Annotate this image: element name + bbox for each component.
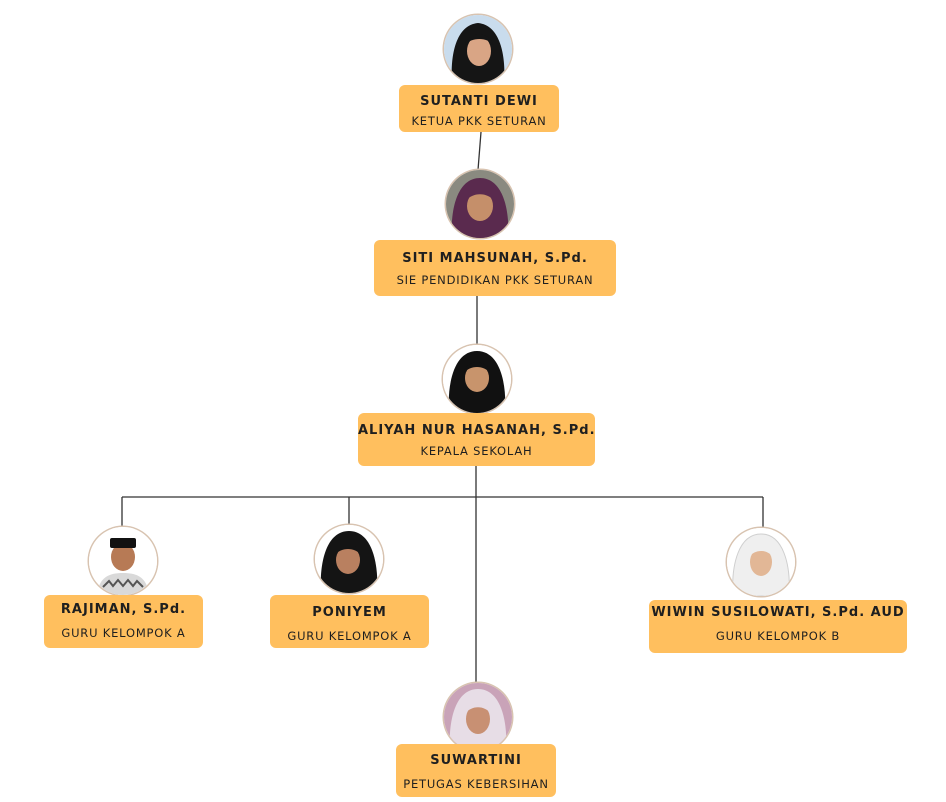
avatar-siti [446,170,514,238]
man-peci-portrait-icon [89,527,157,595]
node-wiwin: WIWIN SUSILOWATI, S.Pd. AUD GURU KELOMPO… [649,600,907,653]
node-role: GURU KELOMPOK A [61,626,186,640]
node-rajiman: RAJIMAN, S.Pd. GURU KELOMPOK A [44,595,203,648]
avatar-poniyem [315,525,383,593]
hijab-woman-portrait-icon [444,683,512,751]
node-name: RAJIMAN, S.Pd. [60,602,187,617]
avatar-rajiman [89,527,157,595]
hijab-woman-portrait-icon [446,170,514,238]
node-role: GURU KELOMPOK B [715,629,841,643]
avatar-aliyah [443,345,511,413]
connector-sutanti-siti [477,131,482,171]
avatar-suwartini [444,683,512,751]
avatar-sutanti [444,15,512,83]
hijab-woman-portrait-icon [444,15,512,83]
node-siti: SITI MAHSUNAH, S.Pd. SIE PENDIDIKAN PKK … [374,240,616,296]
node-name: SUWARTINI [430,753,522,768]
node-name: PONIYEM [312,605,387,620]
hijab-woman-portrait-icon [443,345,511,413]
node-name: SUTANTI DEWI [420,94,538,109]
node-poniyem: PONIYEM GURU KELOMPOK A [270,595,429,648]
hijab-woman-portrait-icon [315,525,383,593]
node-role: KETUA PKK SETURAN [411,114,547,128]
avatar-wiwin [727,528,795,596]
node-suwartini: SUWARTINI PETUGAS KEBERSIHAN [396,744,556,797]
node-name: WIWIN SUSILOWATI, S.Pd. AUD [651,605,905,620]
node-aliyah: ALIYAH NUR HASANAH, S.Pd. KEPALA SEKOLAH [358,413,595,466]
node-name: SITI MAHSUNAH, S.Pd. [402,251,588,266]
hijab-woman-portrait-icon [727,528,795,596]
node-role: GURU KELOMPOK A [287,629,412,643]
node-name: ALIYAH NUR HASANAH, S.Pd. [358,423,596,438]
node-role: SIE PENDIDIKAN PKK SETURAN [396,273,594,287]
node-role: KEPALA SEKOLAH [420,444,533,458]
node-role: PETUGAS KEBERSIHAN [403,777,549,791]
node-sutanti: SUTANTI DEWI KETUA PKK SETURAN [399,85,559,132]
